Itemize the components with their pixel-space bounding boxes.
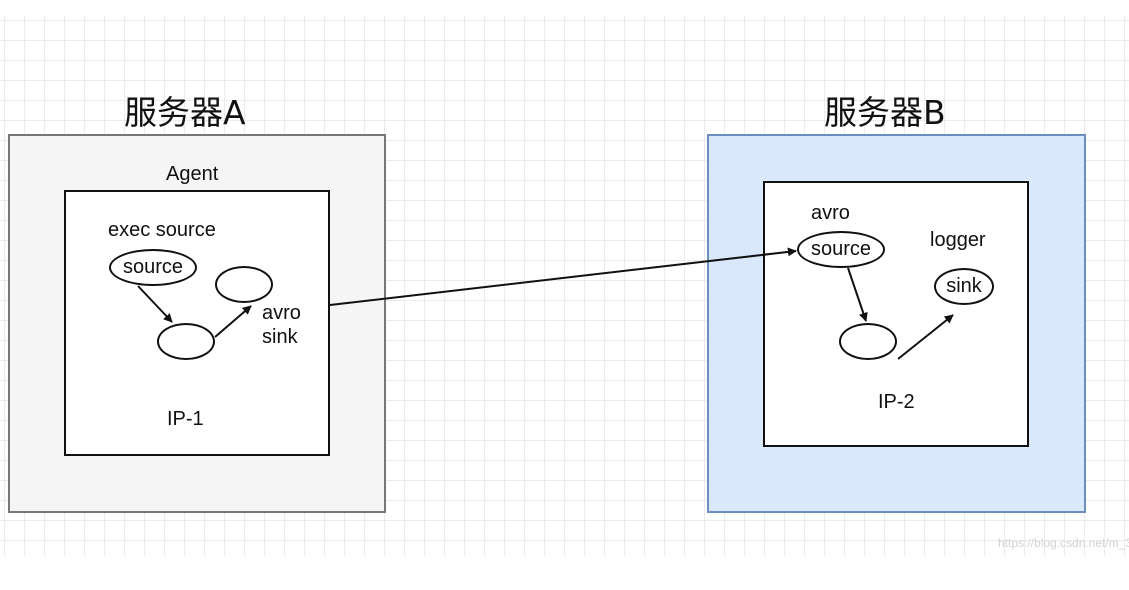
server-b-source-node: source <box>797 231 885 268</box>
server-b-ip-label: IP-2 <box>878 391 915 413</box>
server-a-sink-label-line2: sink <box>262 326 298 348</box>
server-a-source-node: source <box>109 249 197 286</box>
server-b-source-type-label: avro <box>811 202 850 224</box>
server-a-sink-label-line1: avro <box>262 302 301 324</box>
server-a-channel-node <box>157 323 215 360</box>
server-a-source-type-label: exec source <box>108 219 216 241</box>
watermark: https://blog.csdn.net/m_3 <box>998 536 1129 550</box>
server-b-sink-node: sink <box>934 268 994 305</box>
server-b-title: 服务器B <box>824 93 946 132</box>
server-b-sink-type-label: logger <box>930 229 986 251</box>
agent-label: Agent <box>166 163 219 185</box>
server-a-title: 服务器A <box>124 93 246 132</box>
server-b-agent-box <box>763 181 1029 447</box>
server-b-channel-node <box>839 323 897 360</box>
server-a-ip-label: IP-1 <box>167 408 204 430</box>
server-a-sink-node <box>215 266 273 303</box>
server-a-agent-box <box>64 190 330 456</box>
